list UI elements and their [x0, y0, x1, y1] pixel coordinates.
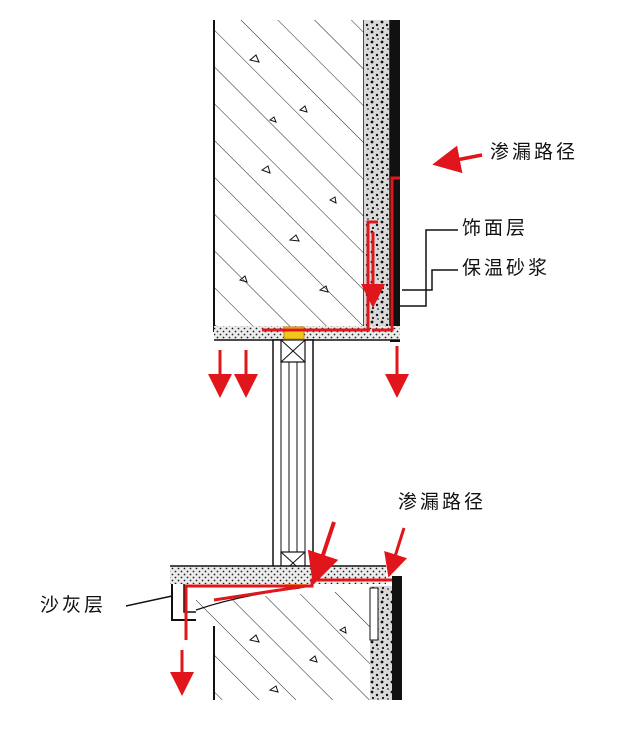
leader-lines	[125, 229, 458, 607]
leak-path-label-top: 渗漏路径	[490, 141, 579, 163]
lower-concrete-wall	[195, 587, 370, 700]
leak-path-label-bottom: 渗漏路径	[398, 491, 487, 513]
leak-arrow-icon-upper-entry	[432, 145, 483, 174]
finish-layer-label: 饰面层	[462, 217, 529, 239]
upper-concrete-wall	[213, 20, 365, 332]
lower-finish-layer	[392, 576, 402, 700]
insulation-mortar-label: 保温砂浆	[462, 257, 551, 279]
window-frame	[272, 339, 314, 577]
leak-arrow-icon-lower-entry	[384, 527, 408, 578]
upper-finish-layer	[390, 20, 400, 342]
upper-lintel-plaster	[214, 326, 400, 341]
plaster-layer-label: 沙灰层	[40, 594, 107, 616]
leak-arrow-icon-lower-sill	[307, 521, 339, 586]
lower-insulation-mortar-layer	[369, 586, 392, 700]
lower-leak-path	[184, 578, 392, 640]
